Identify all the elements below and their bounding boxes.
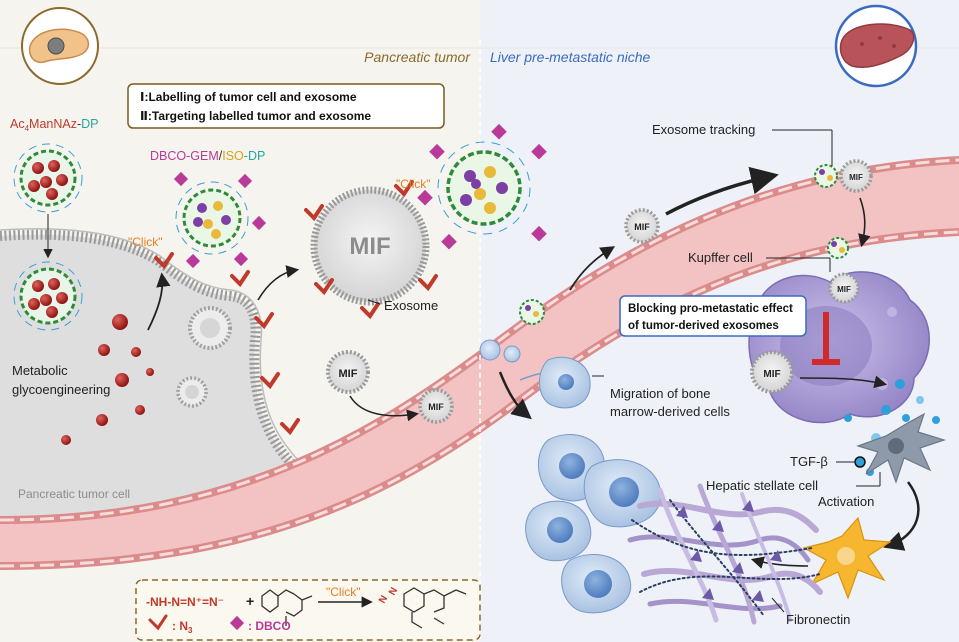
tumor-cell-membrane xyxy=(0,229,344,500)
azide-groups-membrane xyxy=(154,252,300,436)
legend-line-1: Ⅰ:Labelling of tumor cell and exosome xyxy=(140,90,357,104)
svg-text:MIF: MIF xyxy=(837,285,851,294)
hsc-label: Hepatic stellate cell xyxy=(706,478,818,493)
vessel-endothelium-upper xyxy=(0,158,959,522)
nanoparticle-label: DBCO-GEM/ISO-DP xyxy=(150,149,265,163)
dbco-structure xyxy=(261,589,313,626)
large-exosome: MIF xyxy=(310,186,430,306)
click-label-exosome: "Click" xyxy=(396,177,431,191)
blocking-line-1: Blocking pro-metastatic effect xyxy=(628,303,793,315)
mif-exosome-in-vessel: MIF xyxy=(418,388,454,424)
dbco-gem-iso-nanoparticle xyxy=(173,171,267,269)
click-label-chemistry: "Click" xyxy=(326,585,361,599)
tumor-cell-membrane-outer xyxy=(0,227,349,491)
migration-label-1: Migration of bone xyxy=(610,386,710,401)
dbco-legend-icon xyxy=(229,615,245,631)
fibronectin-leader xyxy=(771,597,785,613)
labelling-arrow xyxy=(147,272,171,331)
legend-line-2: Ⅱ:Targeting labelled tumor and exosome xyxy=(140,109,371,123)
activation-label: Activation xyxy=(818,494,874,509)
triazole-product-structure xyxy=(403,587,467,629)
migration-label-2: marrow-derived cells xyxy=(610,404,730,419)
tumor-cell-cytoplasm xyxy=(0,234,342,520)
region-title-pancreatic: Pancreatic tumor xyxy=(364,49,471,65)
kupffer-bound-exosome: MIF xyxy=(827,237,860,304)
exosome-release-arrow xyxy=(257,265,300,301)
exosome-circulation-arrow xyxy=(349,395,419,422)
tgf-legend-dot xyxy=(854,456,866,468)
liver-icon xyxy=(834,4,918,88)
fibronectin-network xyxy=(627,483,823,625)
blood-vessel xyxy=(0,160,959,566)
probe-label: Ac4ManNAz-DP xyxy=(10,117,99,133)
endosome-vesicle xyxy=(176,376,208,408)
targeting-nanoparticle xyxy=(417,123,547,250)
tgf-label: TGF-β xyxy=(790,454,828,469)
azide-legend-label: : N3 xyxy=(172,619,193,635)
flow-arrow-main xyxy=(665,166,779,216)
svg-text:MIF: MIF xyxy=(428,402,444,412)
product-triazole-n2: N xyxy=(387,586,400,598)
fibronectin-dimers xyxy=(676,500,782,602)
svg-text:MIF: MIF xyxy=(763,369,780,380)
hsc-nucleus xyxy=(888,438,904,454)
fibronectin-label: Fibronectin xyxy=(786,612,850,627)
activated-hsc-nucleus xyxy=(837,547,855,565)
bone-marrow-derived-cell xyxy=(583,459,662,528)
kupffer-internalized-exosome: MIF xyxy=(750,350,794,394)
migrating-bone-marrow-cell xyxy=(538,356,591,409)
plus-sign: + xyxy=(246,593,254,609)
bone-marrow-derived-cell xyxy=(561,553,632,614)
metabolic-label-2: glycoengineering xyxy=(12,382,110,397)
ac4mannaz-nanoparticle xyxy=(13,143,83,213)
blocking-line-2: of tumor-derived exosomes xyxy=(628,320,779,332)
exosome-tracking-label: Exosome tracking xyxy=(652,122,755,137)
flow-arrow xyxy=(569,246,616,291)
released-sugar-molecules xyxy=(61,314,154,445)
metabolic-label-1: Metabolic xyxy=(12,363,68,378)
mif-exosome: MIF xyxy=(326,350,370,394)
tgf-release-arrow xyxy=(799,375,888,389)
azide-formula: -NH-N=N⁺=N⁻ xyxy=(146,595,224,609)
svg-text:MIF: MIF xyxy=(849,173,863,182)
legend-box xyxy=(127,83,445,129)
internalized-nanoparticle xyxy=(13,261,83,331)
liver-uptake-arrow xyxy=(858,197,871,248)
exosome-mif-label: MIF xyxy=(349,233,390,260)
exosome-label: Exosome xyxy=(384,298,438,313)
click-chemistry-box xyxy=(135,579,481,641)
svg-text:MIF: MIF xyxy=(634,222,650,232)
kupffer-label: Kupffer cell xyxy=(688,250,753,265)
endosome-vesicle xyxy=(188,306,232,350)
pancreas-icon xyxy=(21,7,99,85)
svg-text:MIF: MIF xyxy=(339,368,358,380)
activation-arrow xyxy=(883,481,920,551)
product-triazole-n1: N xyxy=(377,594,390,606)
exosome-tracking-complex: MIF xyxy=(814,159,873,193)
bone-marrow-derived-cell xyxy=(525,500,592,562)
azide-groups-exosome xyxy=(304,180,438,320)
fibronectin-secretion-arrow xyxy=(750,556,809,569)
blocking-callout xyxy=(619,295,807,337)
kupffer-vesicle xyxy=(887,307,897,317)
tumor-cell-label: Pancreatic tumor cell xyxy=(18,487,130,501)
mif-exosome-in-vessel: MIF xyxy=(624,208,660,244)
region-title-liver: Liver pre-metastatic niche xyxy=(490,49,651,65)
exosome-leader xyxy=(367,299,381,305)
migrating-cell xyxy=(479,339,521,363)
dbco-legend-label: : DBCO xyxy=(248,619,291,633)
infiltration-arrow xyxy=(498,371,532,420)
small-nanoparticle-vessel xyxy=(519,299,545,325)
azide-legend-icon xyxy=(148,614,168,631)
click-label-membrane: "Click" xyxy=(128,235,163,249)
